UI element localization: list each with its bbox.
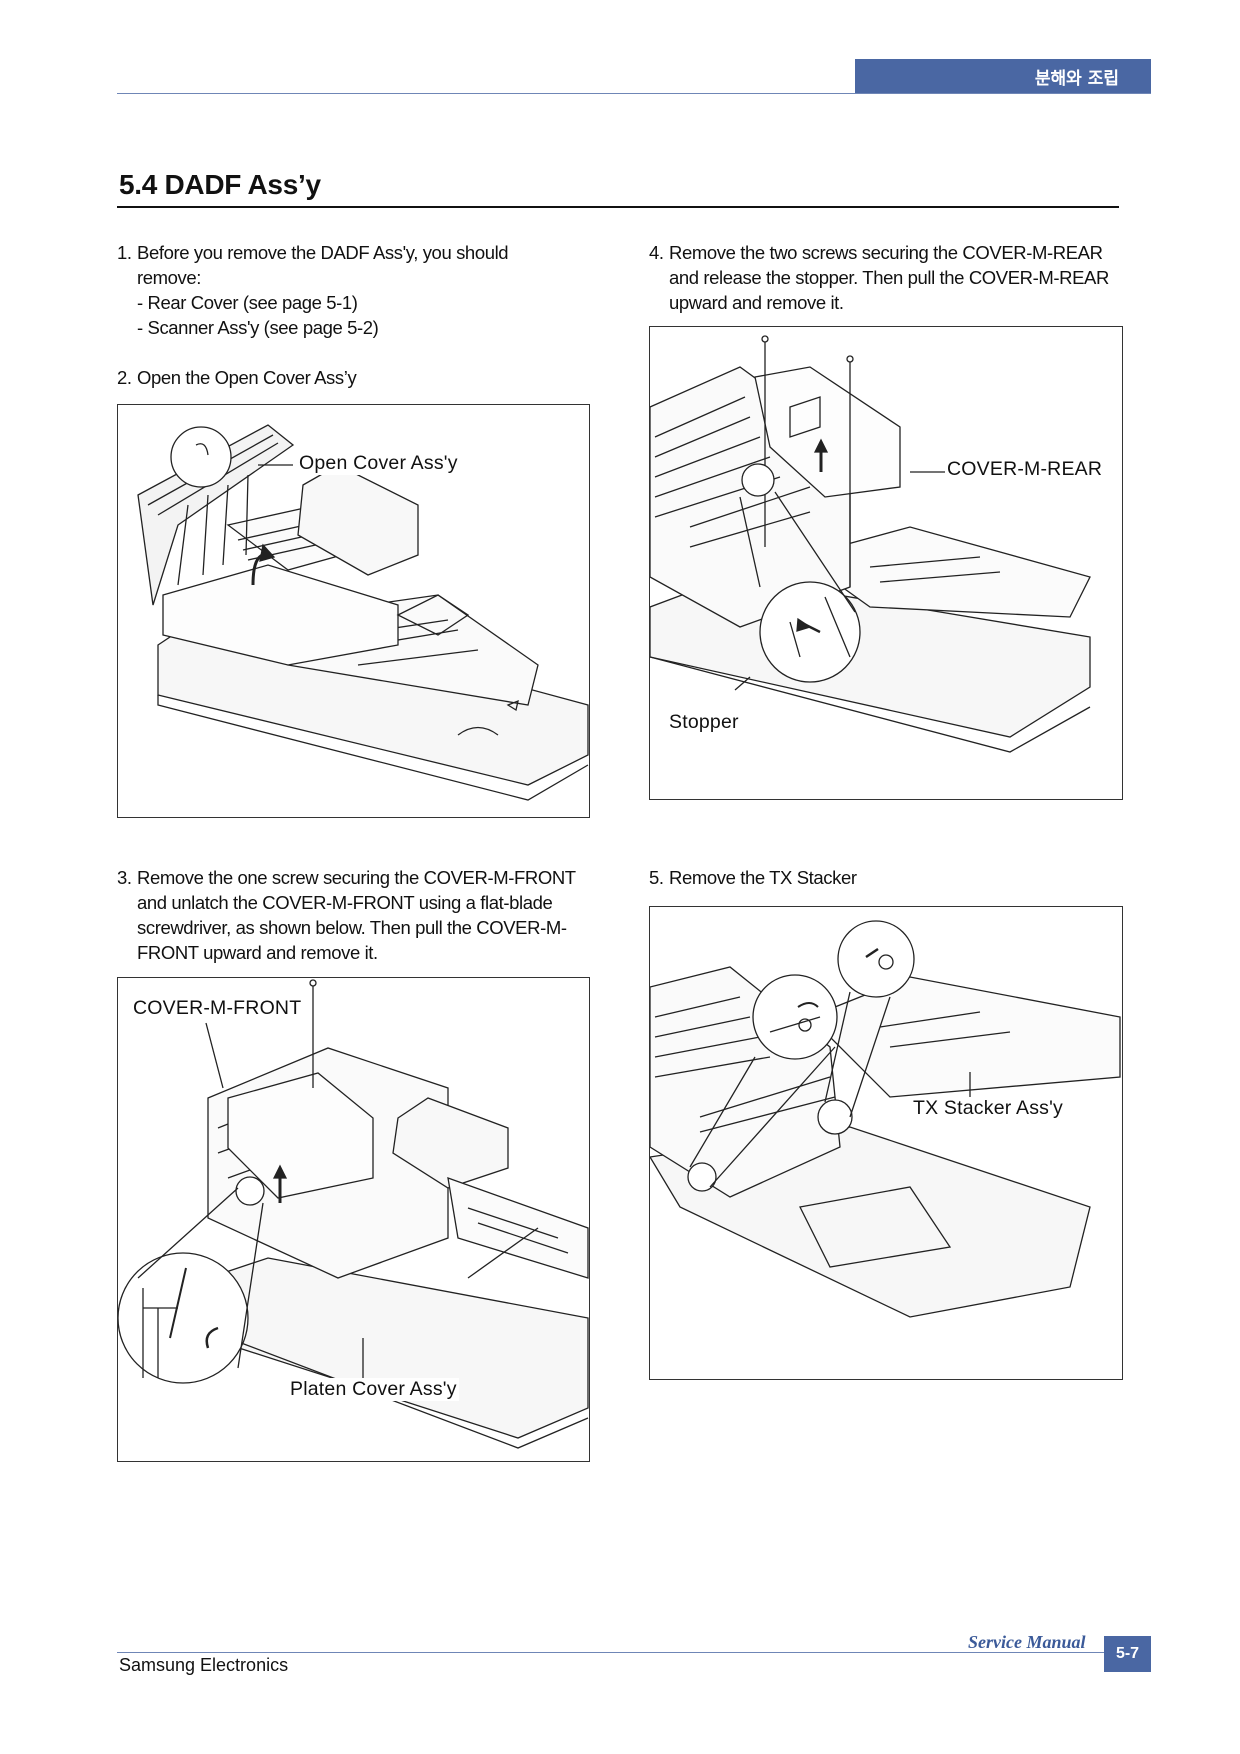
figure-cover-rear-drawing <box>650 335 1091 753</box>
footer-company: Samsung Electronics <box>119 1655 289 1675</box>
step-3-number: 3. <box>117 867 132 888</box>
figure-tx-stacker-label: TX Stacker Ass'y <box>911 1097 1065 1120</box>
step-4-line-1: Remove the two screws securing the COVER… <box>669 242 1103 263</box>
figure-cover-rear: COVER-M-REAR Stopper <box>649 326 1123 800</box>
header-divider <box>117 93 1151 94</box>
figure-open-cover: Open Cover Ass'y <box>117 404 590 818</box>
step-1: 1.Before you remove the DADF Ass'y, you … <box>117 240 617 340</box>
step-5-line-1: Remove the TX Stacker <box>669 867 857 888</box>
figure-open-cover-label: Open Cover Ass'y <box>297 452 460 475</box>
figure-cover-rear-label-left: Stopper <box>667 711 741 734</box>
step-5: 5.Remove the TX Stacker <box>649 865 1149 890</box>
title-divider <box>117 206 1119 208</box>
figure-cover-front: COVER-M-FRONT Platen Cover Ass'y <box>117 977 590 1462</box>
figure-tx-stacker: TX Stacker Ass'y <box>649 906 1123 1380</box>
step-2-line-1: Open the Open Cover Ass’y <box>137 367 357 388</box>
figure-tx-stacker-drawing <box>650 920 1121 1318</box>
step-3-line-1: Remove the one screw securing the COVER-… <box>137 867 576 888</box>
step-4-number: 4. <box>649 242 664 263</box>
step-4-line-3: upward and remove it. <box>669 292 844 313</box>
figure-cover-rear-label-right: COVER-M-REAR <box>945 458 1105 481</box>
step-1-line-2: remove: <box>137 267 202 288</box>
section-tab-label: 분해와 조립 <box>1034 68 1119 89</box>
page-number: 5-7 <box>1115 1645 1140 1662</box>
step-1-number: 1. <box>117 242 132 263</box>
step-3-line-2: and unlatch the COVER-M-FRONT using a fl… <box>137 892 553 913</box>
step-2: 2.Open the Open Cover Ass’y <box>117 365 617 390</box>
step-1-line-3: - Rear Cover (see page 5-1) <box>137 292 358 313</box>
page-title: 5.4 DADF Ass’y <box>119 169 321 200</box>
step-1-line-4: - Scanner Ass'y (see page 5-2) <box>137 317 379 338</box>
figure-cover-front-label-top: COVER-M-FRONT <box>131 997 304 1020</box>
step-4-line-2: and release the stopper. Then pull the C… <box>669 267 1109 288</box>
step-2-number: 2. <box>117 367 132 388</box>
page-number-badge: 5-7 <box>1104 1636 1151 1672</box>
step-3: 3.Remove the one screw securing the COVE… <box>117 865 617 965</box>
figure-cover-front-drawing <box>118 979 589 1449</box>
figure-cover-front-label-bottom: Platen Cover Ass'y <box>288 1378 459 1401</box>
footer-divider <box>117 1652 1105 1653</box>
step-5-number: 5. <box>649 867 664 888</box>
footer-manual-title: Service Manual <box>968 1632 1086 1652</box>
step-3-line-4: FRONT upward and remove it. <box>137 942 378 963</box>
section-tab: 분해와 조립 <box>855 59 1151 93</box>
step-4: 4.Remove the two screws securing the COV… <box>649 240 1149 315</box>
step-1-line-1: Before you remove the DADF Ass'y, you sh… <box>137 242 509 263</box>
step-3-line-3: screwdriver, as shown below. Then pull t… <box>137 917 567 938</box>
